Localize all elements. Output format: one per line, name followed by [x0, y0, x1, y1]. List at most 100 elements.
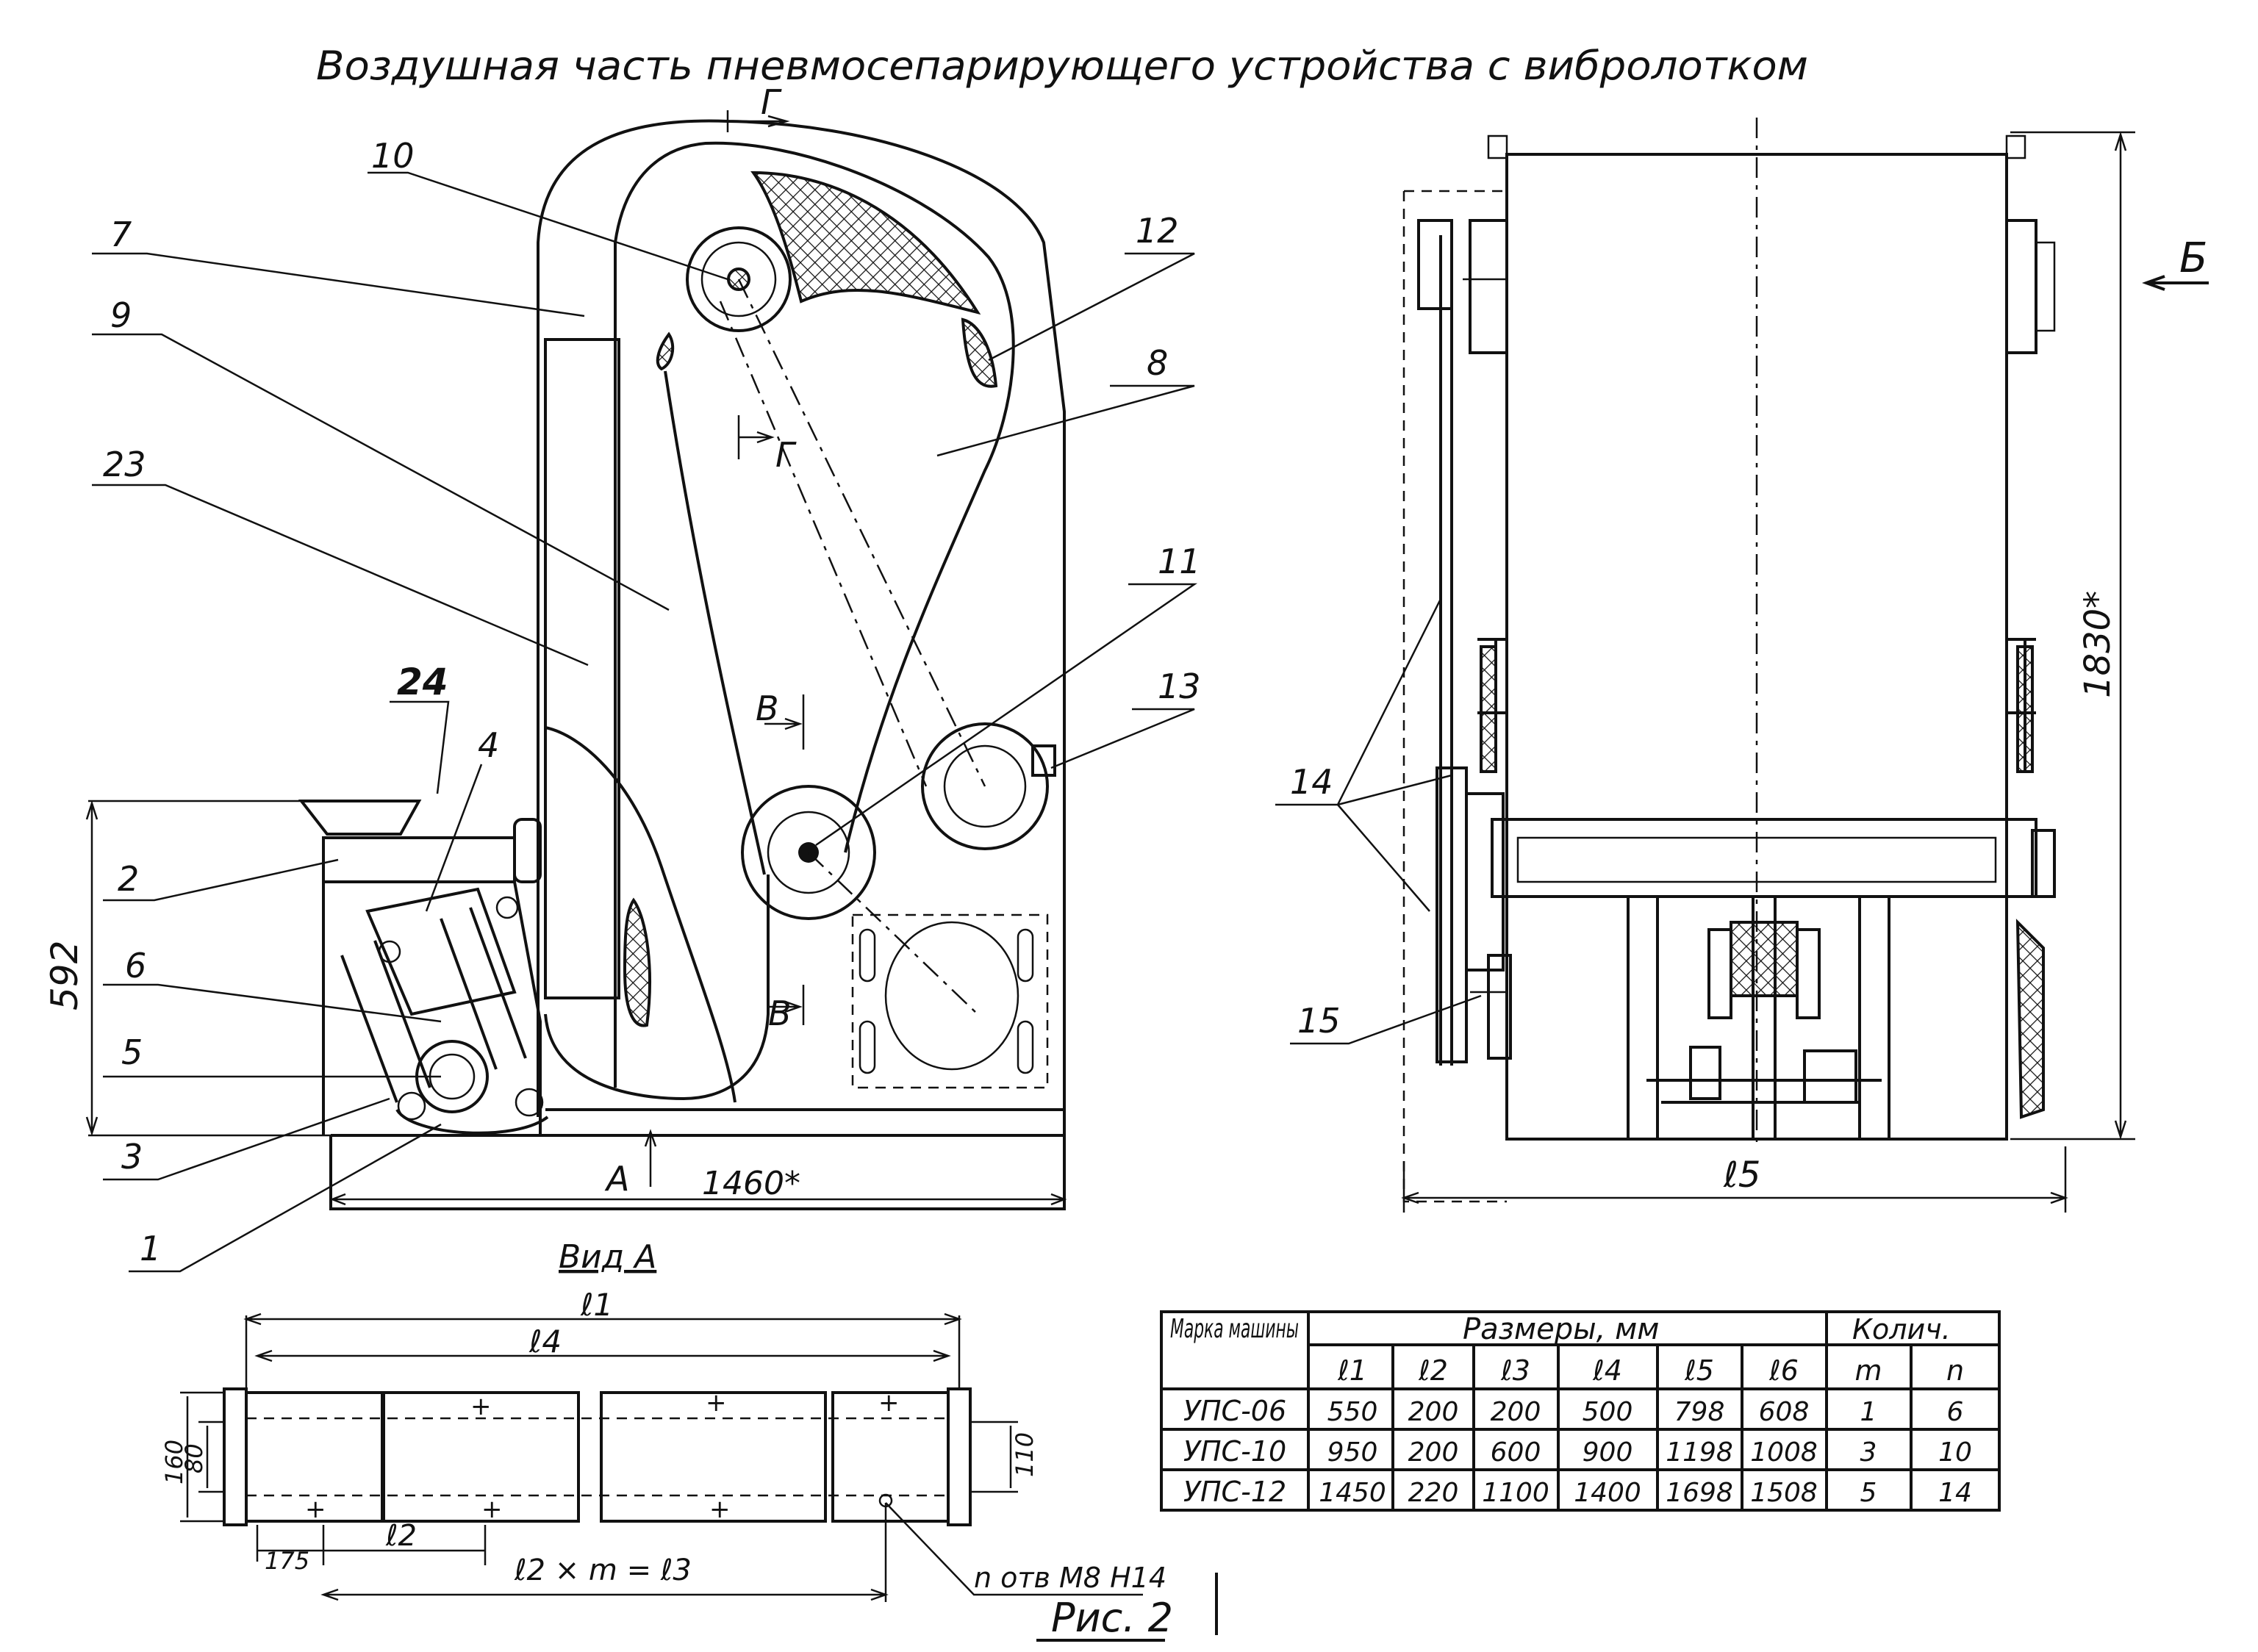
callout-7: 7: [110, 215, 132, 254]
vibro-frame: [322, 881, 542, 1135]
callout-11: 11: [1158, 542, 1201, 581]
motor-plate: [851, 913, 1049, 1089]
callouts: 10 7 9 23 24 4 2 6 5 3 1 12 8 11 13: [92, 136, 1201, 1273]
section-mark-v-bottom: В: [768, 994, 792, 1033]
base-frame: [329, 1108, 1066, 1210]
table-subheaders: ℓ1 ℓ2 ℓ3 ℓ4 ℓ5 ℓ6 m n: [1337, 1354, 1964, 1387]
table-row-brand: УПС-10: [1183, 1435, 1286, 1468]
dim-l5: ℓ5: [1723, 1154, 1760, 1196]
callout-10: 10: [371, 136, 415, 176]
table-cell: 798: [1674, 1397, 1725, 1427]
svg-text:+: +: [706, 1388, 727, 1418]
table-subheader: ℓ4: [1592, 1354, 1622, 1387]
view-a-l1: ℓ1: [580, 1287, 613, 1323]
table-cell: 1198: [1666, 1437, 1733, 1468]
pulley-11: [741, 785, 876, 920]
view-b-mark: Б: [2179, 234, 2207, 282]
dim-1460: 1460*: [702, 1165, 800, 1202]
tray-2: [322, 836, 516, 883]
view-a: Вид А ℓ1 ℓ4 + + + + + + 160 80 110 175 ℓ…: [160, 1238, 1218, 1642]
table-cell: 6: [1947, 1397, 1964, 1427]
table-cell: 600: [1491, 1437, 1541, 1468]
view-a-80: 80: [180, 1443, 208, 1473]
dim-592: 592: [43, 941, 86, 1010]
table-col-qty: Колич.: [1852, 1313, 1951, 1346]
table-cell: 200: [1491, 1397, 1541, 1427]
svg-text:+: +: [305, 1495, 326, 1524]
section-mark-v-top: В: [756, 689, 779, 728]
table-cell: 10: [1938, 1437, 1972, 1468]
table-cell: 900: [1583, 1437, 1633, 1468]
table-cell: 3: [1860, 1437, 1877, 1468]
table-subheader: ℓ3: [1500, 1354, 1530, 1387]
table-subheader: ℓ2: [1418, 1354, 1448, 1387]
pulley-13: [921, 722, 1049, 850]
table-cell: 1508: [1750, 1478, 1818, 1508]
table-subheader: ℓ1: [1337, 1354, 1367, 1387]
table-subheader: ℓ5: [1684, 1354, 1714, 1387]
table-cell: 200: [1408, 1397, 1459, 1427]
table-subheader: n: [1946, 1354, 1964, 1387]
table-row-brand: УПС-06: [1183, 1395, 1286, 1427]
hopper-24: [298, 800, 422, 836]
callout-8: 8: [1147, 343, 1168, 383]
view-a-formula: ℓ2 × m = ℓ3: [514, 1554, 692, 1587]
channel-9: [545, 726, 736, 1103]
callout-1: 1: [140, 1229, 161, 1268]
view-a-holes: n отв М8 Н14: [974, 1562, 1166, 1594]
table-row-brand: УПС-12: [1183, 1476, 1286, 1508]
table-cell: 500: [1583, 1397, 1633, 1427]
mesh-top: [750, 170, 981, 315]
section-mark-g-mid: Г: [775, 435, 797, 475]
lever-4: [365, 887, 517, 1016]
table-col-sizes: Размеры, мм: [1463, 1312, 1659, 1346]
mesh-low: [623, 897, 651, 1027]
inner-duct: [544, 141, 1015, 1101]
front-view: 1830* ℓ5 Б 14 15: [1275, 118, 2209, 1213]
table-subheader: ℓ6: [1768, 1354, 1799, 1387]
view-a-l4: ℓ4: [528, 1324, 562, 1360]
callout-24: 24: [397, 661, 448, 703]
callout-6: 6: [125, 946, 146, 985]
dim-1830: 1830*: [2077, 591, 2118, 698]
section-mark-g-top: Г: [761, 82, 782, 122]
callout-15: 15: [1297, 1001, 1341, 1041]
rotor-10: [686, 226, 792, 332]
view-a-l2: ℓ2: [385, 1519, 417, 1553]
callout-12: 12: [1136, 211, 1179, 251]
table-cell: 608: [1759, 1397, 1810, 1427]
callout-23: 23: [103, 445, 146, 484]
table-subheader: m: [1854, 1354, 1882, 1387]
callout-9: 9: [110, 295, 132, 335]
table-cell: 5: [1860, 1478, 1877, 1508]
figure-label: Рис. 2: [1051, 1595, 1173, 1641]
view-a-175: 175: [265, 1547, 309, 1575]
svg-text:+: +: [481, 1495, 503, 1524]
view-a-160: 160: [160, 1440, 188, 1484]
table-cell: 14: [1938, 1478, 1972, 1508]
svg-text:+: +: [709, 1495, 731, 1524]
mesh-12: [961, 317, 998, 388]
drawing-title: Воздушная часть пневмосепарирующего устр…: [316, 43, 1808, 89]
table-cell: 1400: [1574, 1478, 1641, 1508]
dimensions-table: Марка машины Размеры, мм Колич. ℓ1 ℓ2 ℓ3 ℓ4…: [1160, 1310, 2001, 1512]
callout-5: 5: [121, 1032, 143, 1072]
table-cell: 950: [1327, 1437, 1378, 1468]
table-cell: 1450: [1319, 1478, 1386, 1508]
view-a-110: 110: [1011, 1432, 1039, 1477]
svg-text:+: +: [878, 1388, 900, 1418]
channel-23: [544, 338, 620, 999]
table-cell: 1008: [1750, 1437, 1818, 1468]
link-6: [340, 907, 527, 1103]
callout-2: 2: [118, 859, 139, 899]
view-a-title: Вид А: [559, 1238, 656, 1276]
table-col-brand: Марка машины: [1170, 1314, 1299, 1344]
callout-3: 3: [121, 1137, 143, 1177]
side-view: Г Г В В А 592 1460*: [43, 82, 1067, 1210]
bracket-3: [395, 1108, 549, 1135]
callout-4: 4: [478, 725, 499, 765]
table-cell: 1: [1860, 1397, 1877, 1427]
view-a-arrow-label: А: [604, 1159, 629, 1199]
